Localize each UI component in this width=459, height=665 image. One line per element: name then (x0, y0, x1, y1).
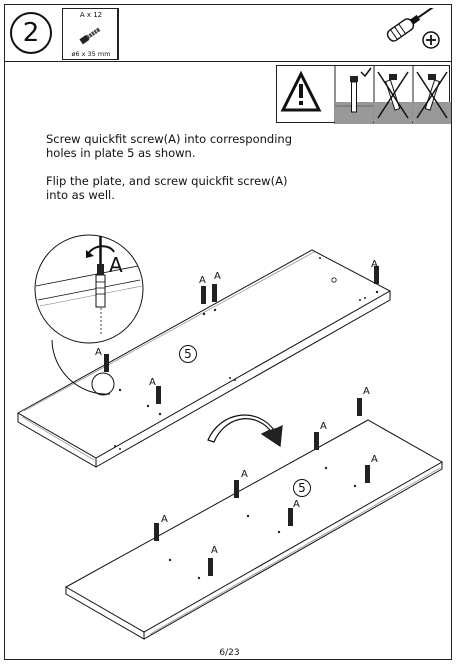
screw-label: A (95, 347, 102, 358)
screw-label: A (363, 386, 370, 397)
instruction-2-line-2: into as well. (46, 188, 115, 202)
instruction-1-line-1: Screw quickfit screw(A) into correspondi… (46, 132, 292, 146)
parts-size: ø6 x 35 mm (71, 50, 111, 58)
screw-label: A (320, 421, 327, 432)
warning-graphics (280, 66, 451, 124)
instruction-1-line-2: holes in plate 5 as shown. (46, 146, 196, 160)
screw-label: A (199, 275, 206, 286)
screws-top (104, 266, 379, 404)
instruction-1: Screw quickfit screw(A) into correspondi… (46, 132, 346, 160)
instruction-2-line-1: Flip the plate, and screw quickfit screw… (46, 174, 288, 188)
plate-number-bottom: 5 (298, 481, 306, 495)
screw-label: A (214, 271, 221, 282)
plate-number-top: 5 (184, 347, 192, 361)
screw-label: A (293, 499, 300, 510)
step-header (4, 4, 452, 62)
page-frame (4, 4, 452, 660)
zoom-callout (34, 234, 144, 396)
plate-number-label: 5 (179, 345, 197, 363)
screw-label: A (149, 377, 156, 388)
flip-arrow-icon (207, 414, 283, 448)
instruction-2: Flip the plate, and screw quickfit screw… (46, 174, 346, 202)
screw-label: A (211, 545, 218, 556)
cam-hole (331, 277, 337, 283)
screw-incorrect-icon (413, 71, 451, 124)
screw-label: A (371, 454, 378, 465)
screws-bottom (154, 398, 370, 576)
page-number: 6/23 (219, 648, 240, 658)
screw-label: A (241, 469, 248, 480)
screw-label-callout: A (109, 253, 123, 277)
plate-top (16, 249, 392, 468)
screw-correct-icon (335, 67, 373, 124)
instructions: Screw quickfit screw(A) into correspondi… (46, 132, 346, 216)
screw-incorrect-icon (374, 71, 412, 124)
screw-label: A (371, 259, 378, 270)
warning-triangle-icon (280, 70, 322, 112)
screwdriver-icon (386, 8, 441, 49)
quickfit-screw-icon (79, 27, 101, 45)
step-number: 2 (10, 12, 52, 54)
plate-number-label: 5 (293, 479, 311, 497)
warning-panel (276, 65, 451, 124)
screw-label: A (161, 514, 168, 525)
tools-box (118, 8, 448, 60)
hole-dots (114, 257, 379, 580)
parts-quantity: A x 12 (79, 11, 103, 19)
plate-bottom (64, 419, 444, 640)
parts-box: A x 12 ø6 x 35 mm (62, 8, 118, 60)
